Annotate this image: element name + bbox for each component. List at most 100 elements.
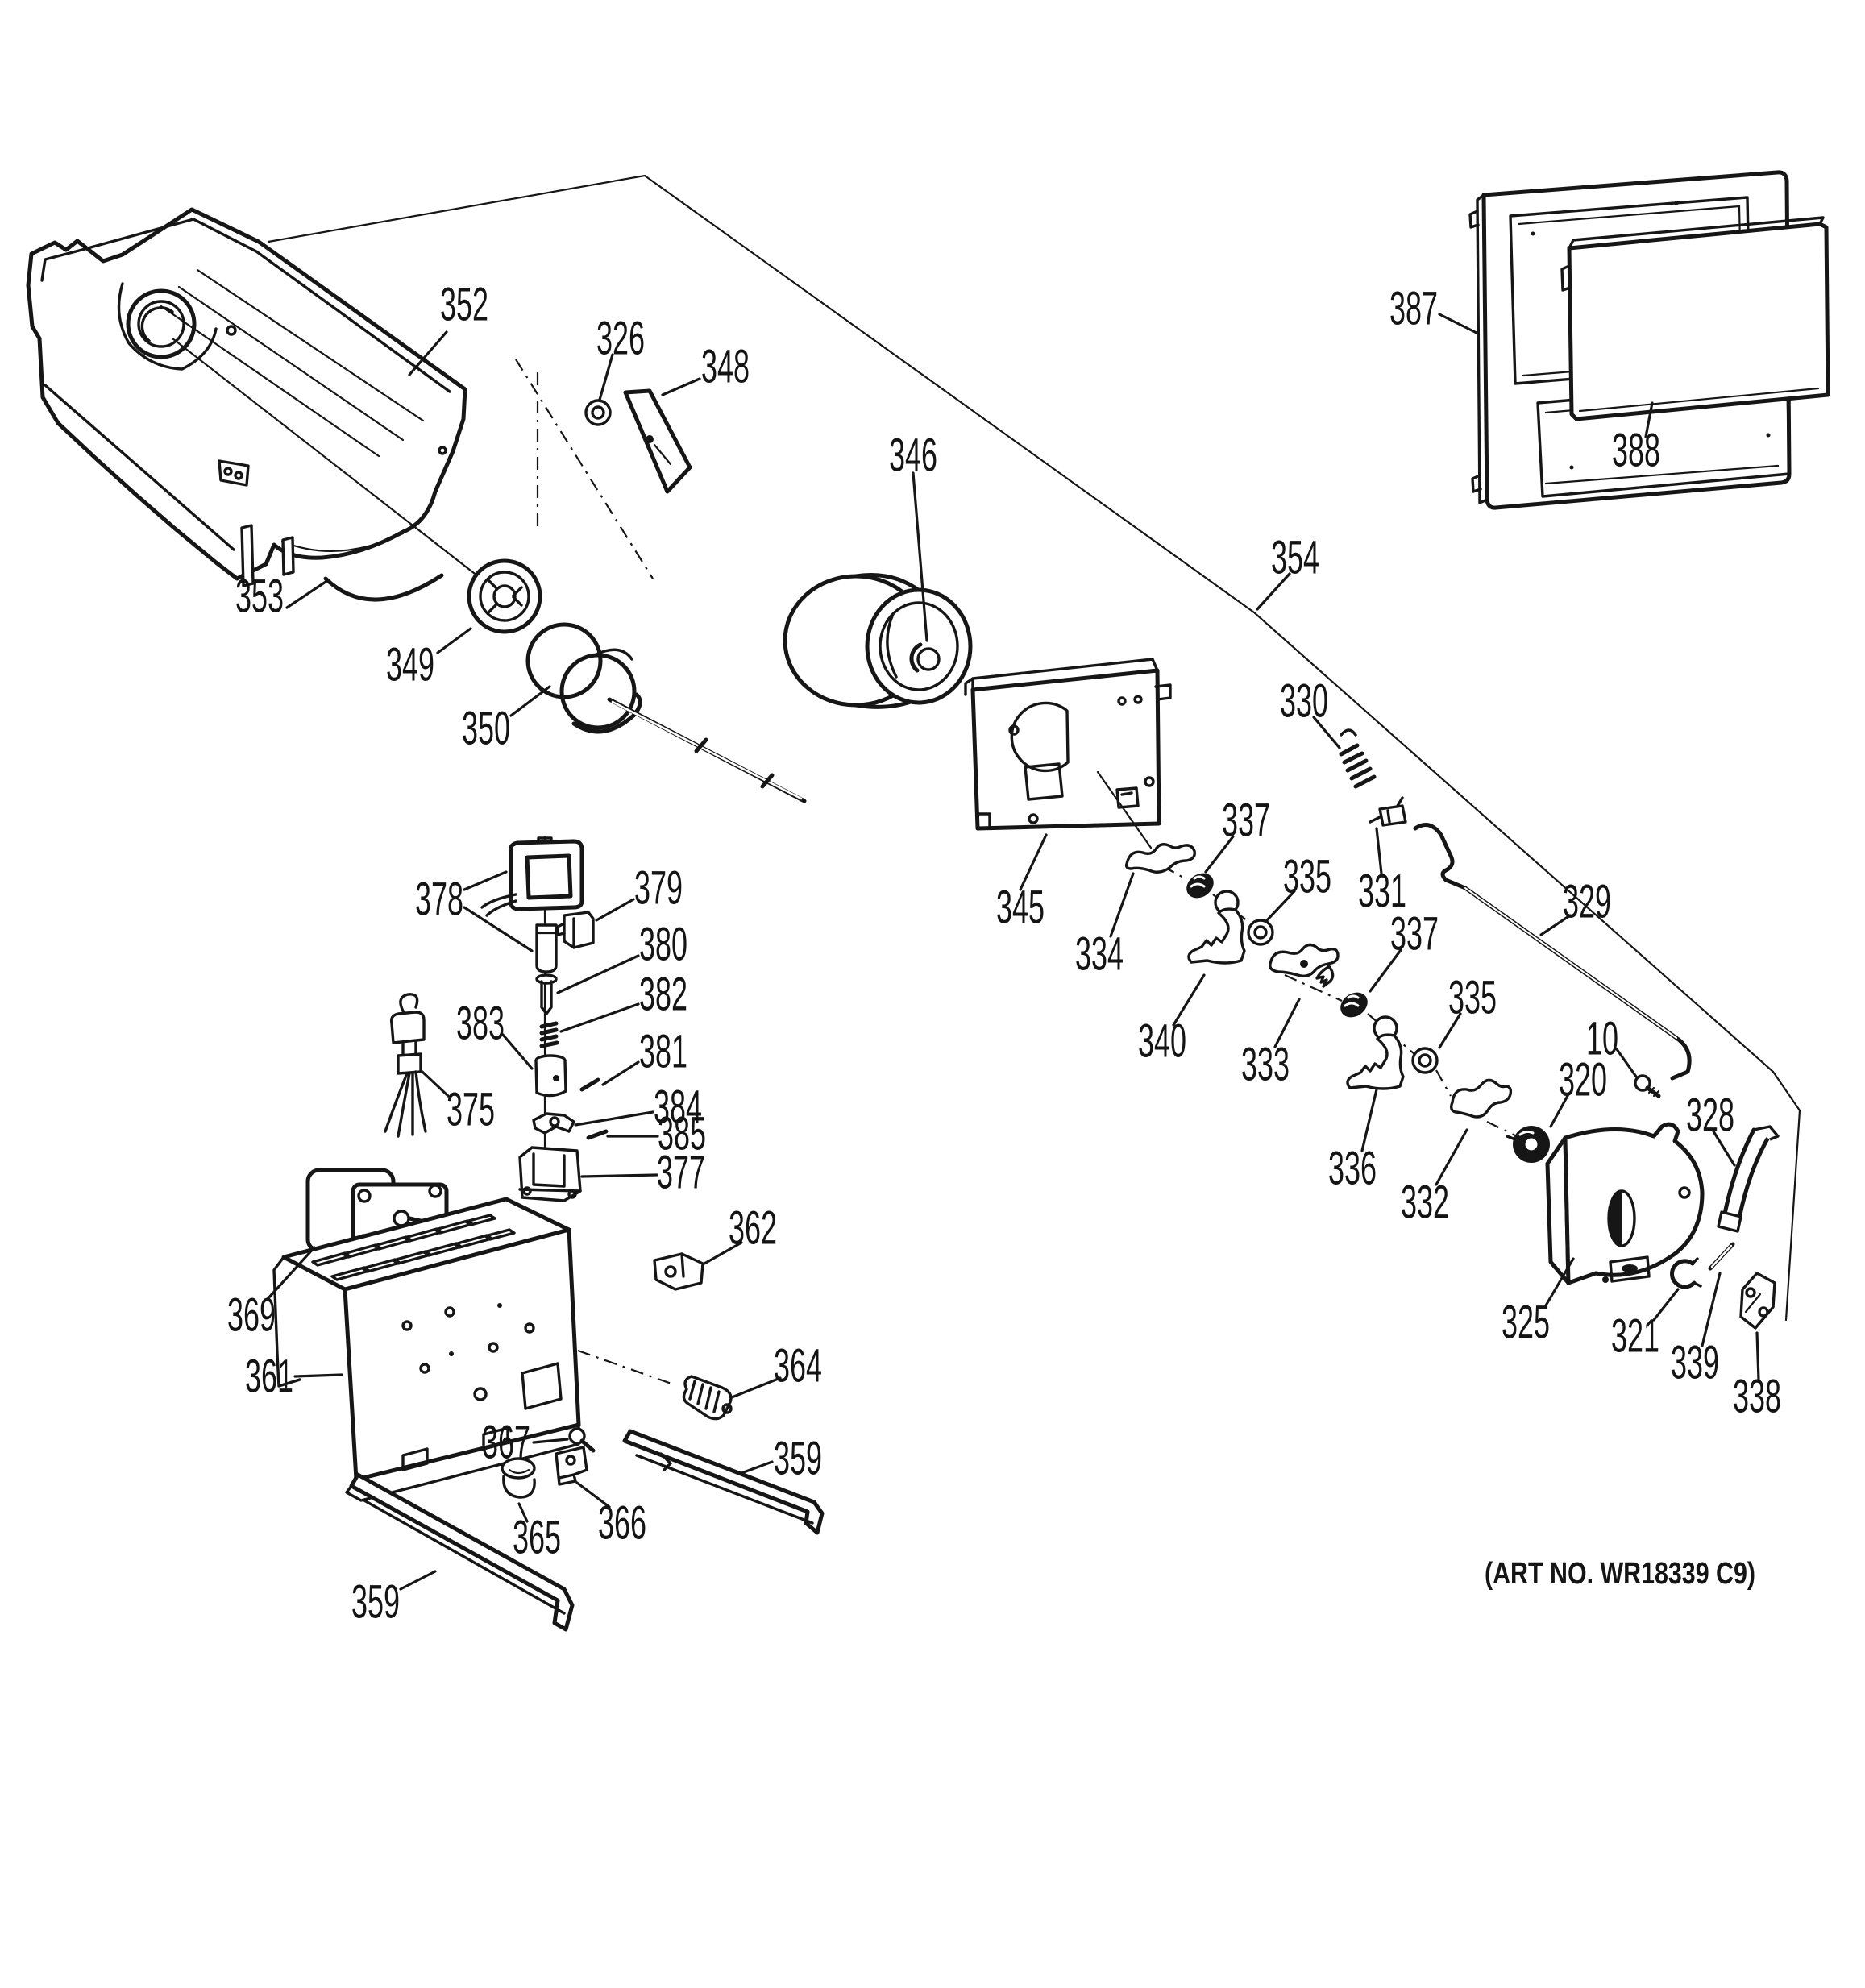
washer-335a-drawing (1247, 919, 1274, 946)
leader-line-353 (285, 580, 327, 609)
leader-line-325 (1544, 1257, 1575, 1307)
part-label-359-48: 359 (774, 1433, 822, 1485)
leader-line-320 (1549, 1093, 1570, 1128)
wire-harness-375-drawing (384, 993, 427, 1138)
part-label-335-20: 335 (1448, 972, 1497, 1024)
leader-line-379 (595, 898, 635, 922)
part-label-354-9: 354 (1271, 532, 1319, 584)
ice-bucket-352-drawing (26, 207, 501, 595)
leader-line-377 (580, 1173, 658, 1178)
leader-line-328 (1712, 1130, 1736, 1167)
leader-line-346 (912, 471, 928, 642)
part-label-335-13: 335 (1283, 851, 1331, 903)
part-label-378-30: 378 (415, 874, 463, 926)
leader-line-352 (408, 330, 448, 376)
part-label-383-34: 383 (456, 998, 505, 1050)
leader-line-384 (574, 1110, 654, 1127)
plug-364-drawing (577, 1349, 733, 1421)
part-label-345-10: 345 (996, 882, 1045, 934)
part-label-331-14: 331 (1358, 865, 1406, 918)
leader-line-365 (517, 1502, 529, 1523)
leader-line-333 (1273, 998, 1301, 1048)
leader-line-354 (1256, 572, 1291, 611)
chassis-plate-361-drawing (272, 1197, 581, 1502)
coupler-320-drawing (1506, 1126, 1550, 1163)
leader-line-369 (266, 1246, 316, 1301)
screw-367-drawing (568, 1427, 596, 1453)
part-label-384-37: 384 (654, 1081, 702, 1134)
leader-line-387 (1438, 313, 1480, 335)
part-label-340-17: 340 (1138, 1015, 1186, 1068)
leader-line-378 (463, 906, 534, 952)
grommet-326-drawing (584, 399, 612, 426)
lever-340-drawing (1187, 890, 1246, 965)
leader-line-366 (575, 1481, 611, 1509)
leader-line-361 (293, 1373, 343, 1378)
leader-line-381 (601, 1060, 640, 1086)
cam-334-drawing (1124, 843, 1196, 874)
leader-line-359 (740, 1460, 774, 1475)
part-labels-layer: 3523263483463533493503873883543453303373… (227, 279, 1781, 1629)
part-label-338-29: 338 (1733, 1371, 1781, 1423)
axis-dash-lines (515, 359, 654, 579)
part-label-348-2: 348 (701, 341, 750, 393)
bearing-349-drawing (467, 558, 542, 634)
link-rod-329-drawing (1413, 823, 1692, 1081)
washer-335b-drawing (1411, 1047, 1439, 1074)
lever-336-drawing (1346, 1015, 1405, 1090)
part-label-366-46: 366 (598, 1497, 646, 1550)
bracket-328-drawing (1717, 1125, 1780, 1233)
leader-line-378 (463, 870, 508, 891)
leader-line-375 (421, 1070, 450, 1098)
part-label-379-31: 379 (634, 862, 683, 915)
leader-line-336 (1360, 1088, 1378, 1152)
gear-housing-325-drawing (1545, 1122, 1705, 1285)
part-label-10-24: 10 (1586, 1013, 1618, 1065)
part-label-364-43: 364 (774, 1340, 822, 1392)
pin-339-drawing (1708, 1242, 1735, 1271)
solenoid-stack-drawing (480, 835, 609, 1202)
fill-tube-354-drawing (267, 174, 1801, 1322)
part-label-381-35: 381 (639, 1026, 687, 1078)
retainer-wire-353-drawing (323, 573, 444, 602)
part-label-388-8: 388 (1612, 425, 1660, 477)
part-label-321-27: 321 (1611, 1310, 1659, 1363)
clamp-365-drawing (501, 1457, 536, 1499)
grommet-337b-drawing (1340, 992, 1368, 1018)
leader-line-330 (1312, 716, 1341, 749)
leader-line-348 (661, 377, 701, 396)
part-label-328-25: 328 (1686, 1089, 1734, 1142)
auger-spring-350-drawing (525, 622, 807, 803)
part-label-385-38: 385 (658, 1108, 706, 1160)
cam-332-drawing (1449, 1078, 1513, 1119)
part-label-369-41: 369 (227, 1289, 276, 1342)
part-label-337-12: 337 (1222, 795, 1270, 847)
leader-line-337 (1204, 835, 1235, 874)
part-label-329-15: 329 (1563, 876, 1611, 928)
part-label-382-33: 382 (639, 969, 687, 1021)
grommet-337a-drawing (1186, 873, 1214, 899)
spring-330-drawing (1339, 728, 1377, 789)
cam-333-drawing (1269, 943, 1340, 988)
part-label-353-4: 353 (235, 571, 284, 623)
leader-line-340 (1172, 973, 1206, 1027)
rail-359-left-drawing (349, 1472, 575, 1632)
leader-line-380 (556, 954, 640, 994)
leader-line-383 (501, 1033, 534, 1070)
leader-line-326 (598, 353, 614, 401)
part-label-361-42: 361 (245, 1351, 293, 1403)
leader-line-335 (1265, 890, 1296, 922)
shield-348-drawing (623, 388, 692, 494)
leader-line-338 (1755, 1331, 1760, 1381)
leader-line-350 (509, 685, 551, 717)
part-label-362-40: 362 (729, 1202, 777, 1255)
clip-362-drawing (653, 1252, 704, 1291)
part-label-326-1: 326 (596, 313, 645, 365)
part-label-339-28: 339 (1671, 1337, 1719, 1389)
leader-line-334 (1109, 872, 1135, 938)
part-label-375-36: 375 (447, 1084, 495, 1136)
leader-line-337 (1369, 948, 1402, 993)
leader-line-349 (436, 627, 472, 654)
timer-motor-369-drawing (305, 1168, 449, 1265)
